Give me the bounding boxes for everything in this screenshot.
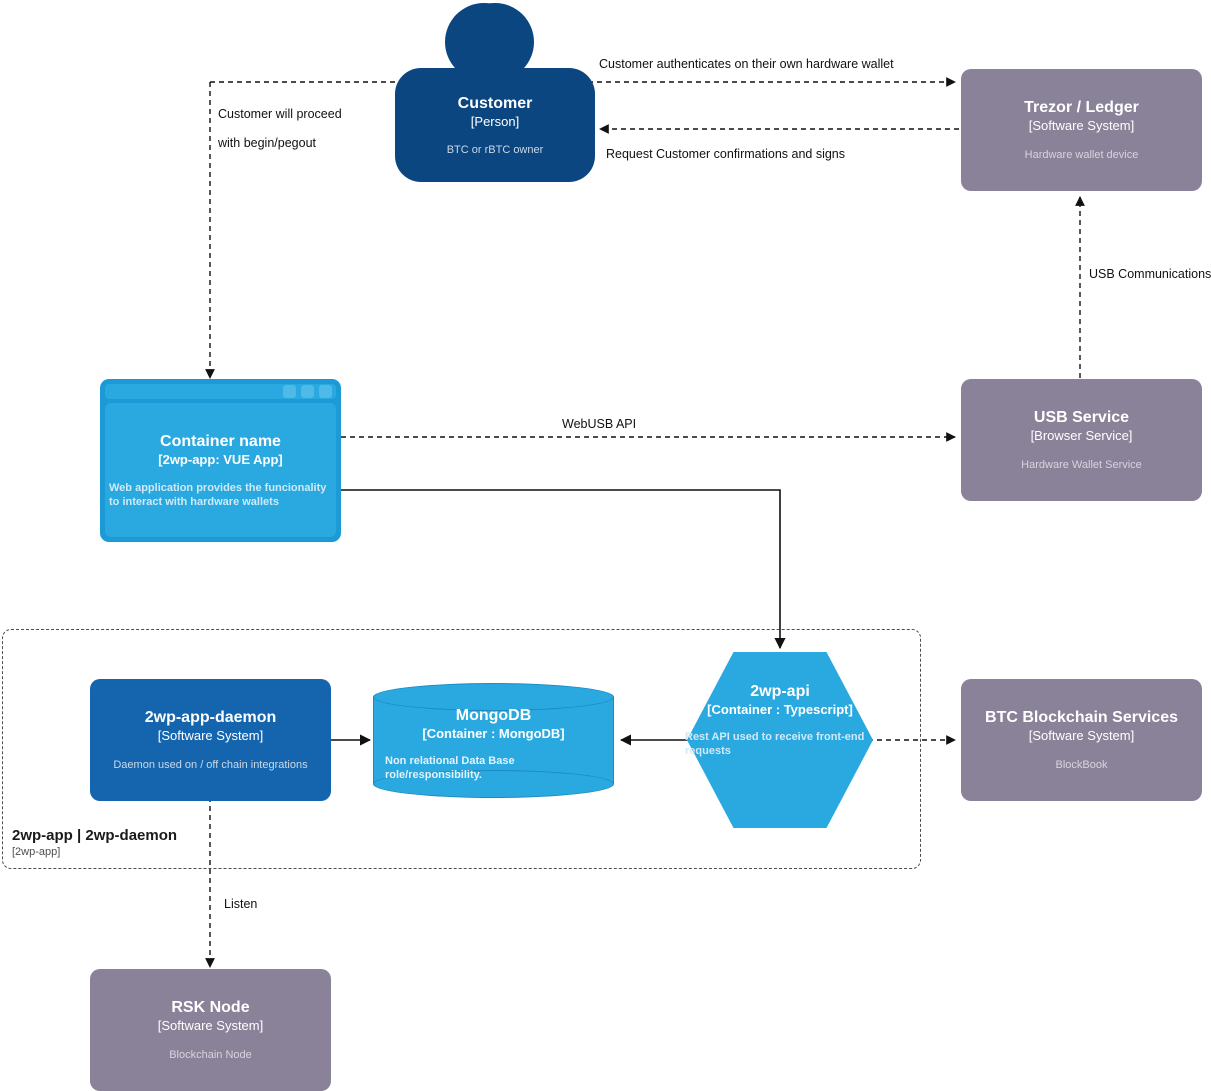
2wp-api-desc: Rest API used to receive front-end reque… — [685, 731, 865, 757]
2wp-api-title: 2wp-api — [750, 683, 810, 700]
btc-blockchain-services-title: BTC Blockchain Services — [985, 709, 1178, 726]
node-trezor-ledger[interactable]: Trezor / Ledger [Software System] Hardwa… — [961, 69, 1202, 191]
edge-label-customer-proceed-line1: Customer will proceed — [218, 107, 342, 121]
2wp-app-daemon-title: 2wp-app-daemon — [144, 709, 277, 726]
browser-dot-icon-1 — [283, 385, 296, 398]
mongodb-desc: Non relational Data Base role/responsibi… — [385, 755, 515, 781]
node-rsk-node[interactable]: RSK Node [Software System] Blockchain No… — [90, 969, 331, 1091]
node-2wp-app-daemon[interactable]: 2wp-app-daemon [Software System] Daemon … — [90, 679, 331, 801]
node-mongodb[interactable]: MongoDB [Container : MongoDB] Non relati… — [373, 683, 614, 798]
db-cylinder-bottom — [373, 770, 614, 798]
btc-blockchain-services-tech: [Software System] — [1028, 728, 1135, 743]
customer-tech: [Person] — [470, 113, 520, 129]
2wp-app-daemon-tech: [Software System] — [157, 728, 264, 743]
mongodb-tech: [Container : MongoDB] — [422, 726, 565, 741]
node-2wp-api[interactable]: 2wp-api [Container : Typescript] Rest AP… — [685, 652, 873, 828]
boundary-title: 2wp-app | 2wp-daemon — [12, 827, 178, 844]
db-cylinder-top — [373, 683, 614, 711]
edge-label-customer-proceed-line2: with begin/pegout — [218, 136, 316, 150]
customer-title: Customer — [457, 94, 533, 112]
edge-container-to-api — [341, 489, 786, 650]
usb-service-title: USB Service — [1033, 409, 1130, 426]
2wp-app-daemon-desc: Daemon used on / off chain integrations — [113, 759, 308, 771]
node-btc-blockchain-services[interactable]: BTC Blockchain Services [Software System… — [961, 679, 1202, 801]
trezor-ledger-title: Trezor / Ledger — [1024, 99, 1139, 116]
browser-dot-icon-2 — [301, 385, 314, 398]
edge-label-webusb-api: WebUSB API — [562, 417, 637, 431]
boundary-tech: [2wp-app] — [12, 846, 61, 858]
browser-content: Container name [2wp-app: VUE App] Web ap… — [105, 403, 336, 537]
usb-service-desc: Hardware Wallet Service — [1021, 459, 1142, 471]
container-name-title: Container name — [160, 432, 281, 450]
usb-service-tech: [Browser Service] — [1030, 428, 1133, 443]
node-usb-service[interactable]: USB Service [Browser Service] Hardware W… — [961, 379, 1202, 501]
customer-desc: BTC or rBTC owner — [446, 143, 544, 156]
edge-label-customer-authenticates: Customer authenticates on their own hard… — [599, 57, 894, 71]
2wp-api-label: 2wp-api [Container : Typescript] Rest AP… — [681, 682, 879, 758]
node-container-name[interactable]: Container name [2wp-app: VUE App] Web ap… — [100, 379, 341, 542]
rsk-node-desc: Blockchain Node — [169, 1049, 252, 1061]
edge-label-usb-communications: USB Communications — [1089, 267, 1211, 281]
2wp-api-tech: [Container : Typescript] — [707, 702, 853, 717]
container-name-tech: [2wp-app: VUE App] — [158, 451, 283, 467]
trezor-ledger-tech: [Software System] — [1028, 118, 1135, 133]
boundary-2wp-app — [2, 629, 921, 869]
edge-label-listen: Listen — [224, 897, 258, 911]
person-body: Customer [Person] BTC or rBTC owner — [395, 68, 595, 182]
rsk-node-tech: [Software System] — [157, 1018, 264, 1033]
container-name-desc: Web application provides the funcionalit… — [109, 481, 327, 508]
trezor-ledger-desc: Hardware wallet device — [1024, 149, 1139, 161]
mongodb-label: MongoDB [Container : MongoDB] Non relati… — [373, 703, 614, 785]
node-customer[interactable]: Customer [Person] BTC or rBTC owner — [395, 0, 595, 182]
btc-blockchain-services-desc: BlockBook — [1055, 759, 1108, 771]
browser-dot-icon-3 — [319, 385, 332, 398]
boundary-label: 2wp-app | 2wp-daemon [2wp-app] — [12, 826, 312, 860]
browser-title-bar — [105, 384, 336, 399]
edge-label-request-confirmations: Request Customer confirmations and signs — [606, 147, 846, 161]
rsk-node-title: RSK Node — [171, 999, 250, 1016]
mongodb-title: MongoDB — [455, 707, 532, 724]
